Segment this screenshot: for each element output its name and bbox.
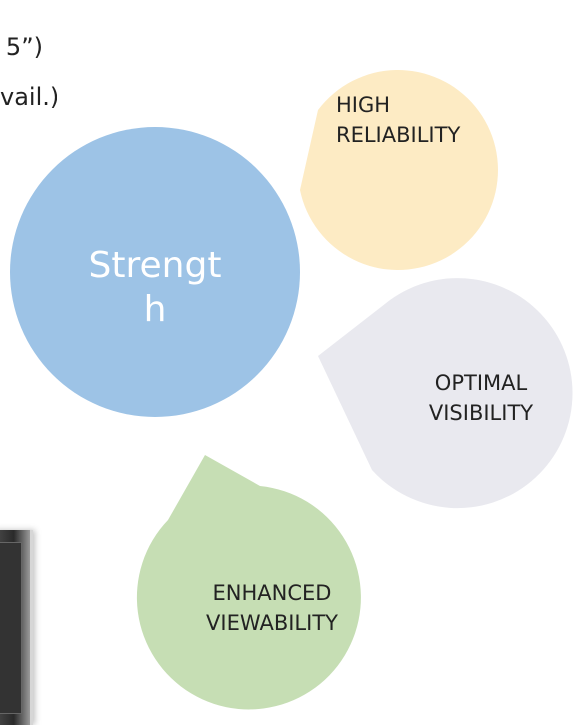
petal-optimal-visibility <box>318 278 573 509</box>
petal-label-optimal-visibility: OPTIMAL VISIBILITY <box>396 368 566 428</box>
petal-label-line2: RELIABILITY <box>336 123 461 147</box>
center-circle <box>10 127 300 417</box>
petal-label-enhanced-viewability: ENHANCED VIEWABILITY <box>172 578 372 638</box>
petal-label-line1: OPTIMAL <box>434 371 528 395</box>
cropped-text-line-2: vail.) <box>0 83 57 111</box>
center-label-line2: h <box>143 289 167 330</box>
center-label: Strengt h <box>55 244 255 332</box>
petal-label-line2: VISIBILITY <box>428 401 534 425</box>
petal-high-reliability <box>300 70 498 271</box>
petal-label-line2: VIEWABILITY <box>206 611 338 635</box>
petal-label-line1: HIGH <box>336 93 391 117</box>
device-image <box>0 530 33 725</box>
petal-label-line1: ENHANCED <box>212 581 332 605</box>
center-label-line1: Strengt <box>88 245 222 286</box>
petal-label-high-reliability: HIGH RELIABILITY <box>336 90 516 150</box>
cropped-text-line-1: 5”) <box>5 33 43 61</box>
petal-enhanced-viewability <box>136 455 361 710</box>
